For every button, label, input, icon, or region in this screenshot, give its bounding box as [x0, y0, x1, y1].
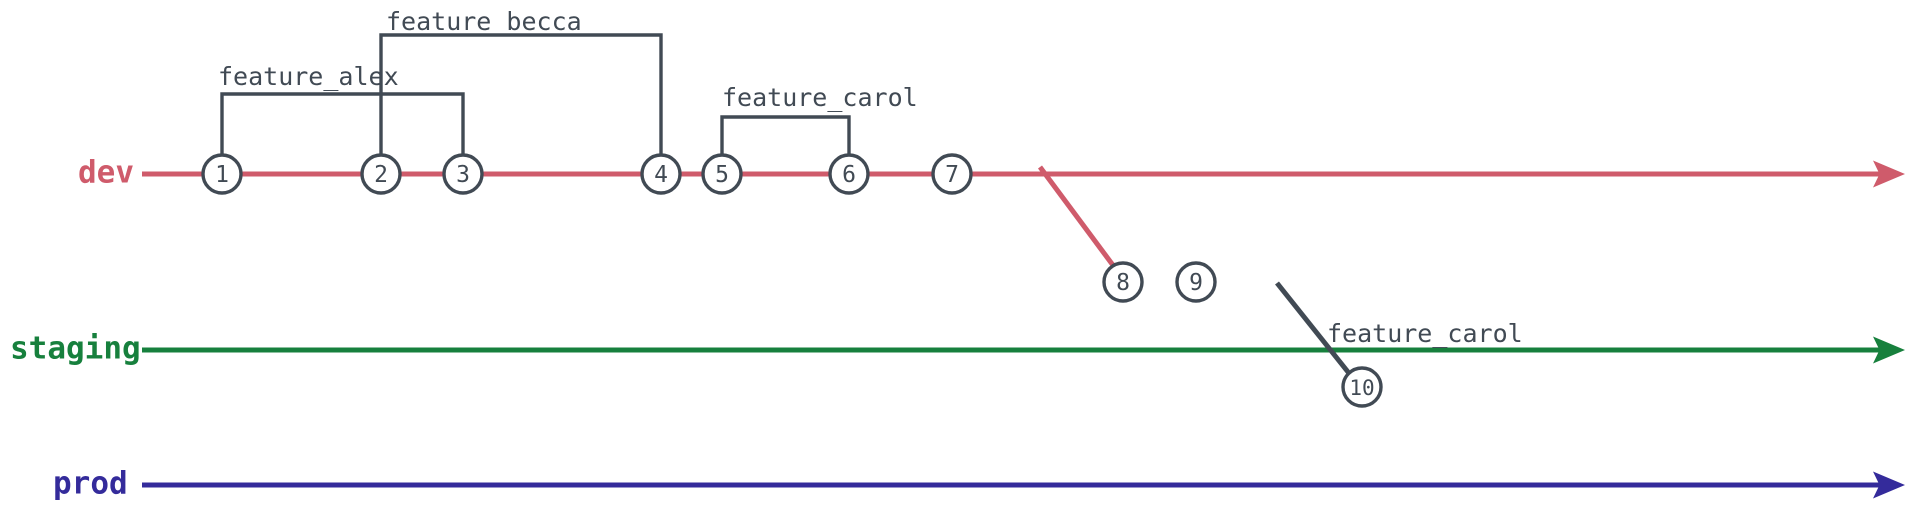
merge-line-staging-to-prod	[1275, 281, 1354, 379]
commit-node-5[interactable]: 5	[701, 153, 743, 195]
commit-node-9[interactable]: 9	[1175, 261, 1217, 303]
commit-circle-4[interactable]	[640, 153, 682, 195]
commit-node-2[interactable]: 2	[360, 153, 402, 195]
commit-node-10[interactable]: 10	[1341, 366, 1383, 408]
commit-circle-2[interactable]	[360, 153, 402, 195]
commit-circle-8[interactable]	[1102, 261, 1144, 303]
commit-node-3[interactable]: 3	[442, 153, 484, 195]
commit-node-1[interactable]: 1	[201, 153, 243, 195]
branch-labels-group: dev staging prod	[10, 155, 141, 502]
commit-node-8[interactable]: 8	[1102, 261, 1144, 303]
commit-circle-10[interactable]	[1341, 366, 1383, 408]
commit-circle-1[interactable]	[201, 153, 243, 195]
commit-circle-6[interactable]	[828, 153, 870, 195]
feature-label-feature-alex: feature_alex	[218, 62, 399, 91]
commit-node-4[interactable]: 4	[640, 153, 682, 195]
commit-label-8: 8	[1116, 270, 1130, 296]
commit-circle-3[interactable]	[442, 153, 484, 195]
feature-branch-paths-group	[220, 33, 851, 160]
commit-node-7[interactable]: 7	[931, 153, 973, 195]
feature-branch-path-feature-carol	[720, 115, 851, 160]
feature-label-feature-carol-dev: feature_carol	[722, 83, 918, 112]
commit-node-6[interactable]: 6	[828, 153, 870, 195]
feature-labels-group: feature_alex feature_becca feature_carol…	[218, 7, 1523, 348]
commit-label-4: 4	[654, 162, 668, 188]
feature-label-feature-becca: feature_becca	[386, 7, 582, 36]
commit-circle-9[interactable]	[1175, 261, 1217, 303]
branch-label-staging: staging	[10, 331, 141, 367]
commit-nodes-group: 1 2 3 4 5 6 7	[201, 153, 1383, 408]
commit-label-2: 2	[374, 162, 388, 188]
commit-label-5: 5	[715, 162, 729, 188]
commit-label-1: 1	[215, 162, 229, 188]
merge-lines-group	[1037, 165, 1354, 379]
branch-label-prod: prod	[53, 466, 128, 502]
commit-label-3: 3	[456, 162, 470, 188]
commit-label-6: 6	[842, 162, 856, 188]
feature-branch-path-feature-becca	[379, 33, 663, 160]
commit-label-7: 7	[945, 162, 959, 188]
branch-label-dev: dev	[78, 155, 134, 191]
branch-lines-group	[142, 160, 1905, 499]
merge-line-dev-to-staging	[1037, 165, 1121, 274]
commit-circle-5[interactable]	[701, 153, 743, 195]
commit-circle-7[interactable]	[931, 153, 973, 195]
feature-branch-path-feature-alex	[220, 92, 465, 160]
feature-label-feature-carol-prod: feature_carol	[1327, 319, 1523, 348]
commit-label-9: 9	[1189, 270, 1203, 296]
commit-label-10: 10	[1349, 376, 1374, 400]
